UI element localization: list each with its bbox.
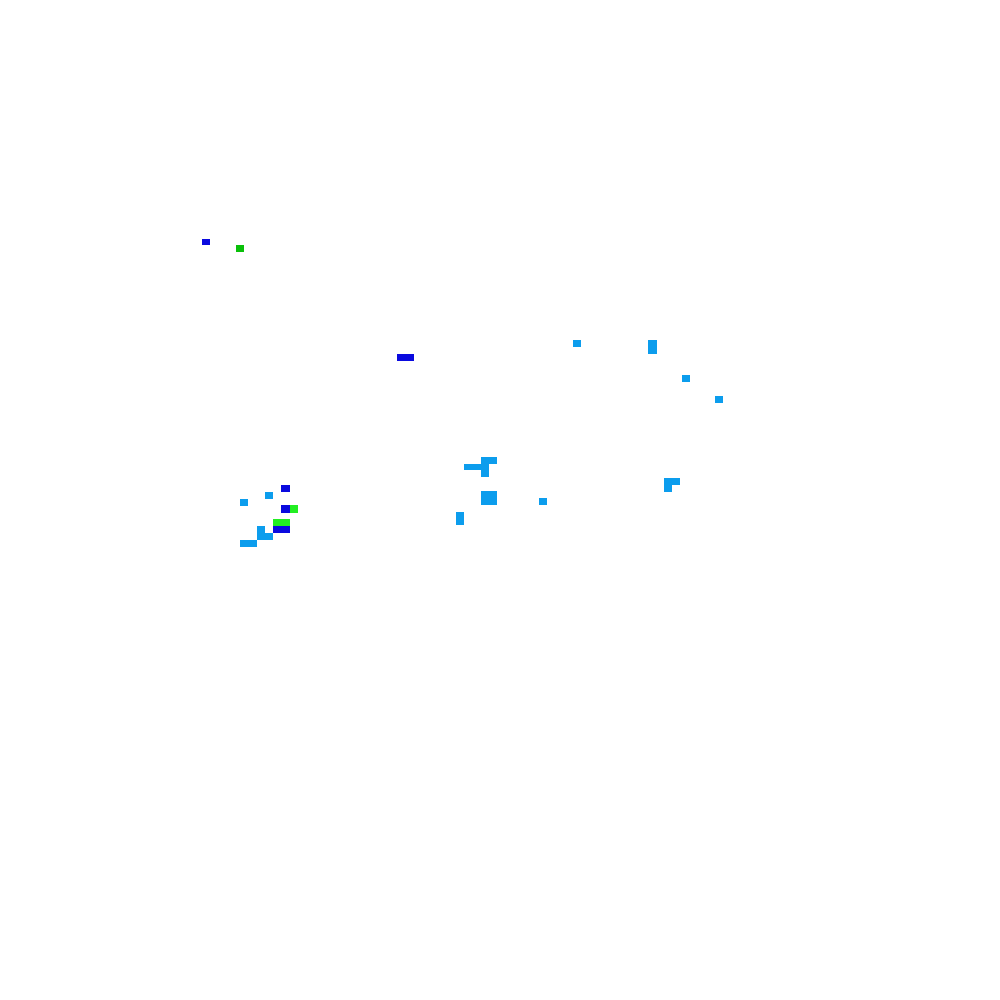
map-cell [664,485,672,492]
map-cell [715,396,723,403]
map-cell [290,505,298,513]
map-cell [648,347,657,354]
map-cell [281,485,290,492]
map-cell-patch [481,464,489,470]
map-cell [464,464,489,470]
map-cell [539,498,547,505]
map-cell-patch [290,505,298,513]
map-cell-patch [573,340,581,347]
map-cell [456,512,464,525]
map-cell [265,492,273,499]
map-cell [481,491,497,505]
map-cell [281,505,290,513]
map-cell-patch [456,512,464,525]
map-cell-patch [481,491,497,505]
map-cell-patch [265,492,273,499]
map-cell [481,464,489,470]
map-cell [202,239,210,245]
map-cell-patch [240,499,248,506]
map-cell-patch [664,478,672,485]
map-cell-patch [281,505,290,513]
map-cell-patch [682,375,690,382]
map-cell-patch [539,498,547,505]
map-cell [682,375,690,382]
map-cell-patch [236,245,244,252]
map-cell [573,340,581,347]
map-cell-patch [202,239,210,245]
map-cell-patch [248,540,256,547]
map-cell-patch [648,347,657,354]
map-cell-patch [397,354,414,361]
map-cell [397,354,414,361]
map-cell [257,533,265,540]
map-cell-patch [273,526,290,533]
map-cell [248,540,256,547]
map-cell [481,470,489,477]
map-cell [273,526,290,533]
map-cell-patch [715,396,723,403]
map-cell [236,245,244,252]
map-cell [664,478,672,485]
map-cell-patch [257,533,265,540]
map-cell [481,457,497,464]
map-cell [240,499,248,506]
map-cell-patch [281,485,290,492]
map-cell-patch [464,457,497,477]
map-cell [273,519,290,526]
map-cell-patch [273,519,290,526]
